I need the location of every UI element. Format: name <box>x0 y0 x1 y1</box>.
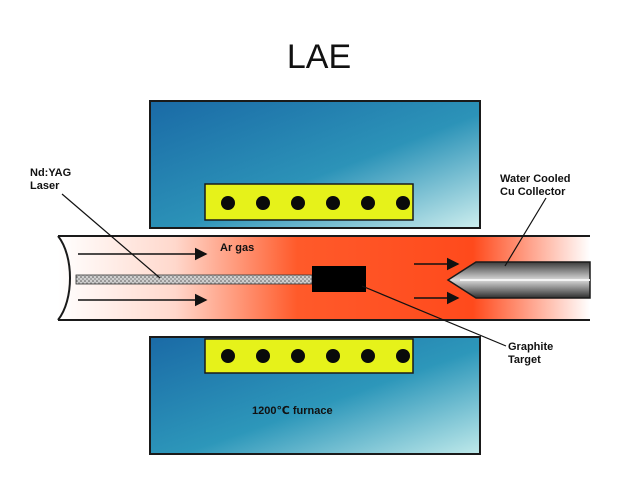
top-coil-dot <box>221 196 235 210</box>
bottom-coil-dot <box>396 349 410 363</box>
collector-label-line1: Water Cooled <box>500 173 571 185</box>
target-leader-line <box>361 285 507 347</box>
collector-label-line2: Cu Collector <box>500 186 566 198</box>
gas-label: Ar gas <box>220 242 254 254</box>
top-coil-dot <box>361 196 375 210</box>
bottom-coil-dot <box>291 349 305 363</box>
bottom-coil-dot <box>326 349 340 363</box>
coil-dots-bottom <box>221 349 410 363</box>
bottom-coil-dot <box>256 349 270 363</box>
target-label-line1: Graphite <box>508 341 553 353</box>
target-label-line2: Target <box>508 354 541 366</box>
laser-label-line2: Laser <box>30 180 60 192</box>
top-coil-dot <box>326 196 340 210</box>
cu-collector <box>446 261 591 299</box>
top-coil-dot <box>396 196 410 210</box>
top-coil-dot <box>256 196 270 210</box>
bottom-coil-dot <box>361 349 375 363</box>
collector-leader-line <box>504 197 547 267</box>
furnace-block-top <box>149 100 481 229</box>
gas-flow-arrows <box>78 247 460 307</box>
coil-band-bottom <box>204 338 414 374</box>
page-title: LAE <box>286 38 352 76</box>
graphite-target <box>312 266 366 292</box>
top-coil-dot <box>291 196 305 210</box>
furnace-block-bottom <box>149 336 481 455</box>
bottom-coil-dot <box>221 349 235 363</box>
coil-band-top <box>204 183 414 221</box>
tube-inlet <box>57 235 71 321</box>
furnace-label: 1200℃ furnace <box>252 405 333 417</box>
coil-dots-top <box>221 196 410 210</box>
laser-leader-line <box>61 193 161 279</box>
laser-label-line1: Nd:YAG <box>30 167 71 179</box>
laser-beam <box>75 274 313 285</box>
